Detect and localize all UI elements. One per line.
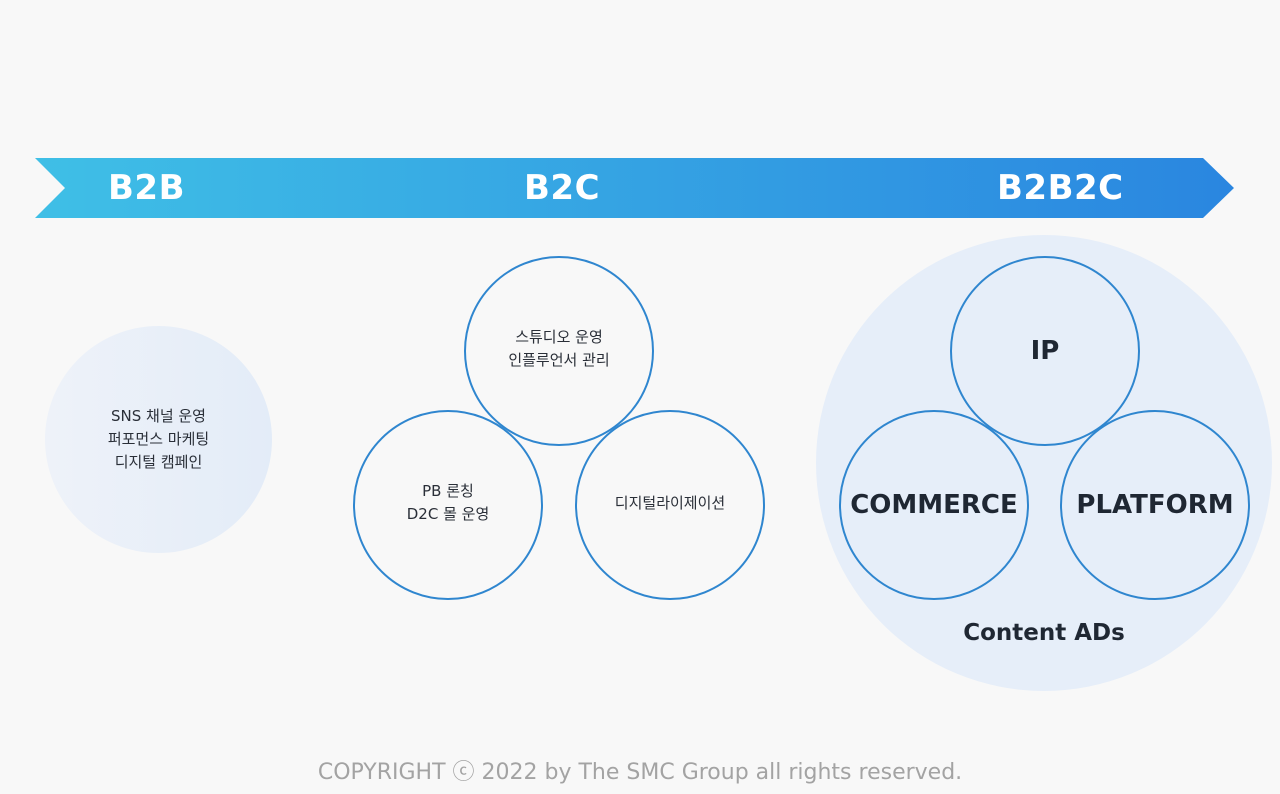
b2b-service-sns: SNS 채널 운영 (110, 407, 206, 425)
digital-line-1: 디지털라이제이션 (614, 493, 726, 512)
studio-line-1: 스튜디오 운영 (515, 328, 603, 346)
stage-label-b2c: B2C (524, 168, 601, 208)
studio-line-2: 인플루언서 관리 (508, 351, 610, 369)
commerce-label: COMMERCE (850, 490, 1018, 520)
arrow-shape (35, 158, 1234, 218)
b2b-service-campaign: 디지털 캠페인 (114, 453, 203, 471)
b2b2c-platform-circle: PLATFORM (1060, 410, 1250, 600)
pb-line-2: D2C 몰 운영 (406, 505, 490, 523)
stage-label-b2b: B2B (108, 168, 185, 208)
copyright-footer: COPYRIGHT ⓒ 2022 by The SMC Group all ri… (317, 760, 963, 785)
b2c-pb-circle: PB 론칭 D2C 몰 운영 (353, 410, 543, 600)
b2b-services-circle: SNS 채널 운영 퍼포먼스 마케팅 디지털 캠페인 (45, 326, 272, 553)
stage-label-b2b2c: B2B2C (997, 168, 1124, 208)
stage-arrow (35, 158, 1234, 218)
ip-label: IP (1030, 336, 1060, 366)
b2b-service-performance: 퍼포먼스 마케팅 (107, 430, 210, 448)
platform-label: PLATFORM (1076, 490, 1234, 520)
b2c-studio-circle: 스튜디오 운영 인플루언서 관리 (464, 256, 654, 446)
content-ads-label: Content ADs (963, 620, 1125, 646)
pb-line-1: PB 론칭 (422, 482, 474, 500)
b2b2c-ip-circle: IP (950, 256, 1140, 446)
b2b2c-commerce-circle: COMMERCE (839, 410, 1029, 600)
b2c-digital-circle: 디지털라이제이션 (575, 410, 765, 600)
